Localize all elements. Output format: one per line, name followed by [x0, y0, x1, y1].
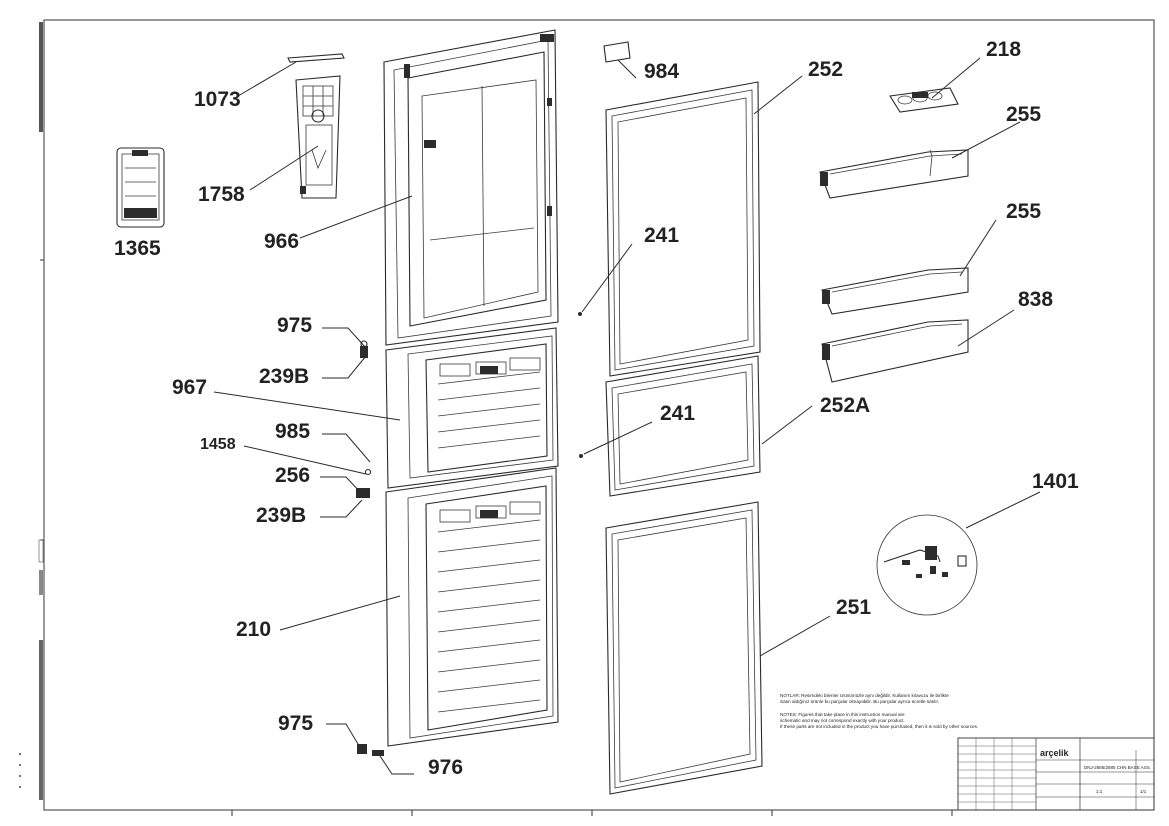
- label-252: 252: [808, 58, 843, 81]
- label-256: 256: [275, 464, 310, 487]
- label-239b-top: 239B: [259, 365, 309, 388]
- part-1401-drawing: [876, 514, 978, 616]
- part-838-drawing: [821, 319, 969, 383]
- label-241-top: 241: [644, 224, 679, 247]
- part-1365-drawing: [116, 147, 165, 228]
- drawing-scale: 1:1: [1096, 789, 1103, 794]
- gasket-251-drawing: [605, 501, 763, 795]
- label-251: 251: [836, 596, 871, 619]
- label-1758: 1758: [198, 183, 245, 206]
- label-255-top: 255: [1006, 103, 1041, 126]
- note-line-5: If these parts are not included in the p…: [780, 724, 978, 729]
- part-255-top-drawing: [819, 149, 969, 199]
- assembly-code: DNJ-2885/2885 CHN BASE ASS.: [1084, 765, 1151, 770]
- label-975-bottom: 975: [278, 712, 313, 735]
- title-block: arçelik DNJ-2885/2885 CHN BASE ASS. 1/1 …: [957, 737, 1155, 811]
- label-1073: 1073: [194, 88, 241, 111]
- part-255-middle-drawing: [821, 267, 969, 315]
- label-838: 838: [1018, 288, 1053, 311]
- label-967: 967: [172, 376, 207, 399]
- label-1365: 1365: [114, 237, 161, 260]
- note-line-1: NOTLAR: Resimdeki bilenler ürünümüzle ay…: [780, 693, 949, 698]
- door-assembly-drawing: [383, 29, 559, 747]
- gasket-252a-drawing: [605, 355, 761, 497]
- note-line-3: NOTES: Figures that take place in this i…: [780, 712, 905, 717]
- label-239b-bottom: 239B: [256, 504, 306, 527]
- side-margin-marks: [19, 22, 44, 800]
- drawing-frame: [43, 19, 1155, 811]
- sheet-number: 1/1: [1140, 789, 1147, 794]
- brand-logo: arçelik: [1040, 748, 1070, 758]
- label-966: 966: [264, 230, 299, 253]
- label-1458: 1458: [200, 436, 236, 453]
- label-984: 984: [644, 60, 679, 83]
- label-210: 210: [236, 618, 271, 641]
- note-line-2: Satın aldığınız ürünle bu parçalar olmay…: [780, 699, 939, 704]
- gasket-252-drawing: [605, 81, 761, 377]
- hinge-parts-drawing: [356, 41, 631, 756]
- part-1073-drawing: [287, 53, 345, 63]
- part-1758-drawing: [295, 75, 341, 199]
- label-218: 218: [986, 38, 1021, 61]
- label-252a: 252A: [820, 394, 870, 417]
- label-975-top: 975: [277, 314, 312, 337]
- note-line-4: schematic and may not correspond exactly…: [780, 718, 905, 723]
- label-255-middle: 255: [1006, 200, 1041, 223]
- label-241-bottom: 241: [660, 402, 695, 425]
- leader-lines: [213, 57, 1041, 775]
- label-976: 976: [428, 756, 463, 779]
- label-985: 985: [275, 420, 310, 443]
- label-1401: 1401: [1032, 470, 1079, 493]
- notes-block: NOTLAR: Resimdeki bilenler ürünümüzle ay…: [780, 693, 978, 729]
- part-218-drawing: [889, 87, 959, 113]
